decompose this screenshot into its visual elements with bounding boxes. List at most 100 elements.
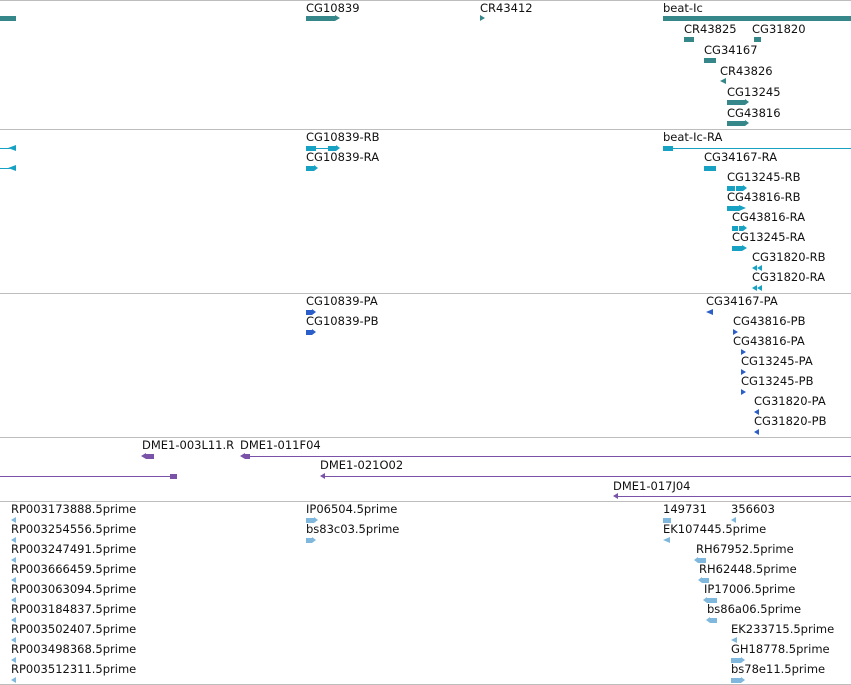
arrow-left-icon[interactable] bbox=[11, 637, 16, 643]
est-label[interactable]: EK107445.5prime bbox=[663, 522, 767, 536]
clone-feature[interactable] bbox=[170, 474, 177, 479]
transcript-label[interactable]: CG34167-RA bbox=[704, 150, 778, 164]
gene-feature[interactable] bbox=[663, 16, 851, 21]
transcript-label[interactable]: beat-Ic-RA bbox=[663, 130, 723, 144]
protein-label[interactable]: CG13245-PB bbox=[741, 374, 814, 388]
protein-label[interactable]: CG31820-PB bbox=[754, 414, 827, 428]
arrow-left-icon[interactable] bbox=[11, 617, 16, 623]
est-label[interactable]: 356603 bbox=[731, 502, 775, 516]
transcript-label[interactable]: CG43816-RB bbox=[727, 190, 801, 204]
est-label[interactable]: RP003184837.5prime bbox=[11, 602, 137, 616]
est-feature[interactable] bbox=[731, 678, 741, 683]
est-feature[interactable] bbox=[663, 518, 671, 523]
clone-label[interactable]: DME1-017J04 bbox=[613, 479, 691, 493]
transcript-exon[interactable] bbox=[727, 186, 735, 191]
transcript-label[interactable]: CG13245-RB bbox=[727, 170, 801, 184]
protein-label[interactable]: CG43816-PB bbox=[733, 314, 806, 328]
transcript-exon[interactable] bbox=[736, 186, 743, 191]
est-feature[interactable] bbox=[702, 578, 709, 583]
arrow-right-icon[interactable] bbox=[741, 389, 746, 395]
gene-label[interactable]: CR43826 bbox=[720, 64, 773, 78]
transcript-label[interactable]: CG10839-RA bbox=[306, 150, 380, 164]
est-label[interactable]: RH67952.5prime bbox=[696, 542, 794, 556]
protein-label[interactable]: CG34167-PA bbox=[706, 294, 778, 308]
protein-label[interactable]: CG43816-PA bbox=[733, 334, 805, 348]
arrow-right-icon[interactable] bbox=[741, 369, 746, 375]
est-feature[interactable] bbox=[710, 618, 717, 623]
gene-label[interactable]: CG31820 bbox=[752, 22, 806, 36]
gene-label[interactable]: CR43825 bbox=[684, 22, 737, 36]
est-label[interactable]: bs78e11.5prime bbox=[731, 662, 826, 676]
clone-feature[interactable] bbox=[146, 454, 154, 459]
transcript-exon[interactable] bbox=[732, 246, 742, 251]
transcript-exon[interactable] bbox=[739, 226, 743, 231]
arrow-right-icon[interactable] bbox=[733, 329, 738, 335]
est-label[interactable]: IP17006.5prime bbox=[704, 582, 796, 596]
protein-label[interactable]: CG10839-PB bbox=[306, 314, 379, 328]
est-label[interactable]: EK233715.5prime bbox=[731, 622, 835, 636]
transcript-label[interactable]: CG10839-RB bbox=[306, 130, 380, 144]
arrow-right-icon[interactable] bbox=[741, 349, 746, 355]
gene-feature[interactable] bbox=[754, 37, 761, 42]
arrow-left-icon[interactable] bbox=[720, 78, 726, 84]
est-label[interactable]: GH18778.5prime bbox=[731, 642, 830, 656]
arrow-left-icon[interactable] bbox=[11, 537, 16, 543]
est-label[interactable]: RP003512311.5prime bbox=[11, 662, 137, 676]
est-label[interactable]: RP003063094.5prime bbox=[11, 582, 137, 596]
arrow-left-icon[interactable] bbox=[752, 265, 757, 271]
est-label[interactable]: RP003173888.5prime bbox=[11, 502, 137, 516]
protein-feature[interactable] bbox=[306, 330, 312, 335]
arrow-left-icon[interactable] bbox=[11, 577, 16, 583]
arrow-left-icon[interactable] bbox=[731, 517, 736, 523]
clone-label[interactable]: DME1-011F04 bbox=[240, 438, 321, 452]
protein-label[interactable]: CG31820-PA bbox=[754, 394, 826, 408]
est-label[interactable]: bs86a06.5prime bbox=[707, 602, 802, 616]
gene-feature[interactable] bbox=[704, 58, 716, 63]
est-label[interactable]: RH62448.5prime bbox=[699, 562, 797, 576]
arrow-left-icon[interactable] bbox=[752, 285, 757, 291]
clone-label[interactable]: DME1-003L11.R bbox=[142, 438, 235, 452]
transcript-exon[interactable] bbox=[727, 206, 739, 211]
transcript-label[interactable]: CG31820-RA bbox=[752, 270, 826, 284]
gene-label[interactable]: beat-Ic bbox=[663, 1, 703, 15]
clone-feature[interactable] bbox=[245, 454, 250, 459]
arrow-left-icon[interactable] bbox=[320, 473, 325, 479]
est-label[interactable]: bs83c03.5prime bbox=[306, 522, 400, 536]
est-feature[interactable] bbox=[731, 658, 741, 663]
gene-feature[interactable] bbox=[684, 37, 694, 42]
est-label[interactable]: 149731 bbox=[663, 502, 707, 516]
arrow-left-icon[interactable] bbox=[11, 677, 16, 683]
est-label[interactable]: RP003666459.5prime bbox=[11, 562, 137, 576]
gene-feature[interactable] bbox=[727, 121, 745, 126]
gene-feature[interactable] bbox=[0, 16, 16, 21]
arrow-left-icon[interactable] bbox=[11, 557, 16, 563]
transcript-exon[interactable] bbox=[704, 166, 716, 171]
transcript-label[interactable]: CG31820-RB bbox=[752, 250, 826, 264]
arrow-left-icon[interactable] bbox=[663, 537, 670, 543]
est-feature[interactable] bbox=[707, 598, 717, 603]
gene-label[interactable]: CG10839 bbox=[306, 1, 360, 15]
est-label[interactable]: RP003502407.5prime bbox=[11, 622, 137, 636]
est-label[interactable]: RP003247491.5prime bbox=[11, 542, 137, 556]
arrow-left-icon[interactable] bbox=[757, 285, 762, 291]
transcript-exon[interactable] bbox=[306, 146, 316, 151]
est-label[interactable]: RP003498368.5prime bbox=[11, 642, 137, 656]
protein-label[interactable]: CG10839-PA bbox=[306, 294, 378, 308]
gene-feature[interactable] bbox=[306, 16, 335, 21]
gene-label[interactable]: CG43816 bbox=[727, 106, 781, 120]
protein-label[interactable]: CG13245-PA bbox=[741, 354, 813, 368]
arrow-left-icon[interactable] bbox=[754, 409, 759, 415]
est-feature[interactable] bbox=[306, 518, 314, 523]
arrow-left-icon[interactable] bbox=[11, 597, 16, 603]
arrow-left-icon[interactable] bbox=[11, 657, 16, 663]
protein-feature[interactable] bbox=[306, 310, 312, 315]
transcript-label[interactable]: CG13245-RA bbox=[732, 230, 806, 244]
transcript-exon[interactable] bbox=[663, 146, 673, 151]
transcript-label[interactable]: CG43816-RA bbox=[732, 210, 806, 224]
arrow-left-icon[interactable] bbox=[731, 637, 737, 643]
arrow-right-icon[interactable] bbox=[480, 15, 485, 21]
est-label[interactable]: RP003254556.5prime bbox=[11, 522, 137, 536]
arrow-left-icon[interactable] bbox=[11, 517, 16, 523]
arrow-left-icon[interactable] bbox=[613, 493, 618, 499]
arrow-left-icon[interactable] bbox=[8, 145, 16, 151]
